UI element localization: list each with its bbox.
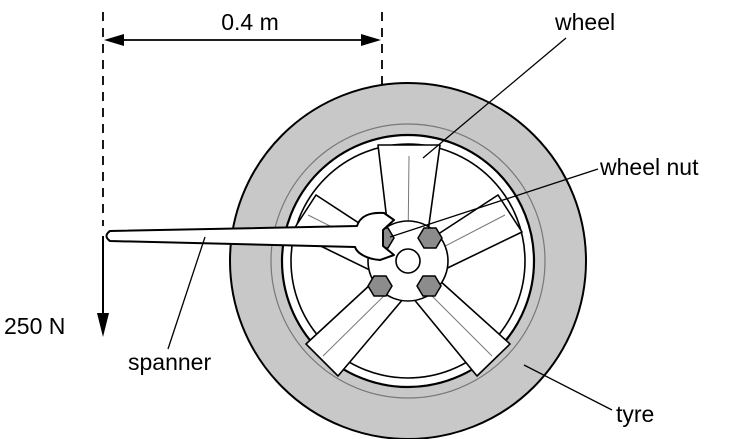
force-arrow: [97, 236, 109, 337]
wheel-nut: [367, 275, 393, 297]
wheel-nut: [417, 227, 443, 249]
wheel-nut-leader-line: [389, 168, 599, 238]
distance-label: 0.4 m: [221, 9, 279, 35]
distance-arrow: [104, 34, 381, 46]
force-label: 250 N: [4, 313, 65, 339]
tyre-sidewall-ring: [270, 123, 546, 399]
wheel-nut-label: wheel nut: [599, 154, 699, 180]
spanner-leader-line: [167, 236, 206, 350]
wheel-leader-line: [422, 37, 567, 159]
spanner: [105, 211, 395, 261]
hub-center-cap: [395, 248, 421, 274]
spanner-label: spanner: [128, 349, 211, 375]
tyre-leader-line: [523, 364, 613, 411]
leader-lines: [167, 37, 613, 411]
wheel-label: wheel: [554, 9, 615, 35]
wheel-nut: [416, 275, 442, 297]
tyre-label: tyre: [616, 401, 654, 427]
